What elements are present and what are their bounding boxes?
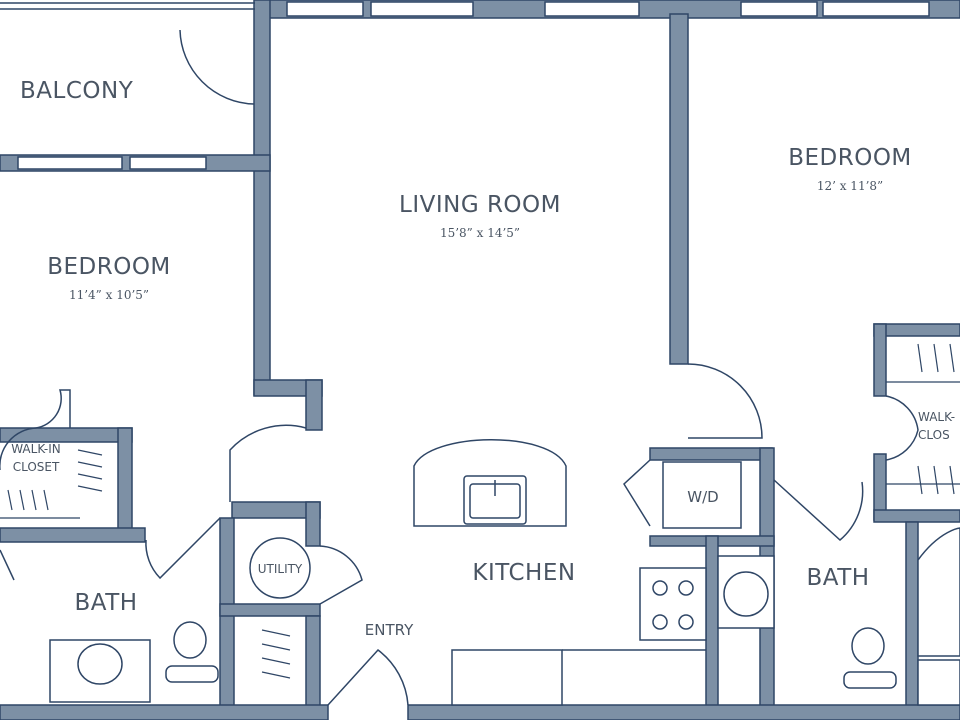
- toilet-bowl: [851, 627, 885, 665]
- hanger: [917, 343, 923, 373]
- walk-in-closet-left-line2: CLOSET: [12, 460, 60, 474]
- jog-wall-v: [305, 379, 323, 431]
- kitchen-inner-wall: [705, 535, 719, 720]
- bath-door-swing: [145, 517, 221, 580]
- closet-bottom-wall: [0, 527, 146, 543]
- door-edge: [0, 549, 15, 581]
- toilet-tank: [165, 665, 219, 683]
- hanger: [31, 489, 37, 511]
- living-east-wall: [669, 13, 689, 365]
- wd-door-swing: [623, 459, 651, 527]
- hanger: [77, 461, 103, 468]
- window: [370, 1, 474, 17]
- closet-door-swing: [35, 389, 71, 429]
- hanger: [933, 465, 939, 495]
- burner: [652, 614, 668, 630]
- windows: [0, 1, 930, 170]
- hanger: [7, 489, 13, 511]
- hanger: [261, 643, 291, 651]
- bottom-wall-right: [407, 704, 960, 720]
- hanger: [261, 629, 291, 637]
- toilet-bowl: [173, 621, 207, 659]
- window: [129, 156, 207, 170]
- bedroom-right-dimensions: 12’ x 11’8”: [816, 179, 884, 193]
- entry-label: ENTRY: [364, 621, 414, 639]
- bedroom-right-label: BEDROOM: [788, 145, 912, 171]
- right-closet-bottom-wall: [873, 509, 960, 523]
- utility-label: UTILITY: [257, 562, 303, 576]
- bathtub: [917, 527, 960, 657]
- burner: [678, 580, 694, 596]
- utility-door-swing: [319, 545, 363, 605]
- hanger: [77, 449, 103, 456]
- vanity-basin: [77, 643, 123, 685]
- window: [286, 1, 364, 17]
- utility-east-wall-upper: [305, 501, 321, 547]
- hanger: [261, 657, 291, 665]
- entry-door-swing: [327, 648, 409, 706]
- living-room-dimensions: 15’8” x 14’5”: [439, 226, 521, 240]
- washer-dryer-label: W/D: [687, 488, 719, 506]
- closet-east-wall: [117, 427, 133, 541]
- tub-ledge: [917, 659, 960, 706]
- wd-top-wall: [649, 447, 773, 461]
- utility-east-wall-lower: [305, 615, 321, 720]
- window: [17, 156, 123, 170]
- closet-door-swing: [0, 427, 37, 470]
- right-closet-top-wall: [873, 323, 960, 337]
- bedroom-right-door-swing: [687, 363, 763, 439]
- utility-west-wall: [219, 517, 235, 720]
- basin: [723, 571, 769, 617]
- closet-hangers: [0, 343, 960, 679]
- burner: [678, 614, 694, 630]
- hanger: [933, 343, 939, 373]
- walk-in-closet-left-label: WALK-IN CLOSET: [4, 440, 68, 476]
- kitchen-island: [413, 439, 567, 527]
- walk-in-closet-right-line2: CLOS: [918, 428, 950, 442]
- living-room-label: LIVING ROOM: [399, 192, 561, 218]
- bedroom-left-label: BEDROOM: [47, 254, 171, 280]
- kitchen-label: KITCHEN: [472, 560, 576, 586]
- walk-in-closet-left-line1: WALK-IN: [11, 442, 61, 456]
- bath-left-label: BATH: [74, 590, 138, 616]
- right-closet-west-wall-upper: [873, 323, 887, 397]
- window: [740, 1, 818, 17]
- right-bath-door-swing: [773, 479, 864, 541]
- washer-dryer: [662, 461, 742, 529]
- door-swings: [0, 29, 919, 706]
- walk-in-closet-right-line1: WALK-: [918, 410, 956, 424]
- hanger: [77, 485, 103, 492]
- hanger: [43, 489, 49, 511]
- hanger: [949, 465, 955, 495]
- refrigerator: [451, 649, 563, 706]
- utility-mid-wall: [219, 603, 321, 617]
- hanger: [19, 489, 25, 511]
- bedroom-left-dimensions: 11’4” x 10’5”: [68, 288, 150, 302]
- utility-water-heater: [249, 537, 311, 599]
- balcony-door-swing: [179, 29, 255, 105]
- hanger: [261, 671, 291, 679]
- appliances: [49, 461, 960, 706]
- bottom-wall-left: [0, 704, 329, 720]
- hanger: [77, 473, 103, 480]
- walk-in-closet-right-label: WALK- CLOS: [918, 408, 955, 444]
- tub-wall: [905, 521, 919, 720]
- hanger: [949, 343, 955, 373]
- bath-right-label: BATH: [806, 565, 870, 591]
- living-west-wall: [253, 0, 271, 396]
- burner: [652, 580, 668, 596]
- balcony-label: BALCONY: [20, 78, 134, 104]
- right-closet-door-swing: [885, 395, 919, 461]
- stove: [639, 567, 707, 641]
- toilet-tank: [843, 671, 897, 689]
- window: [822, 1, 930, 17]
- hanger: [917, 465, 923, 495]
- bedroom-door-swing: [229, 424, 307, 502]
- window: [544, 1, 640, 17]
